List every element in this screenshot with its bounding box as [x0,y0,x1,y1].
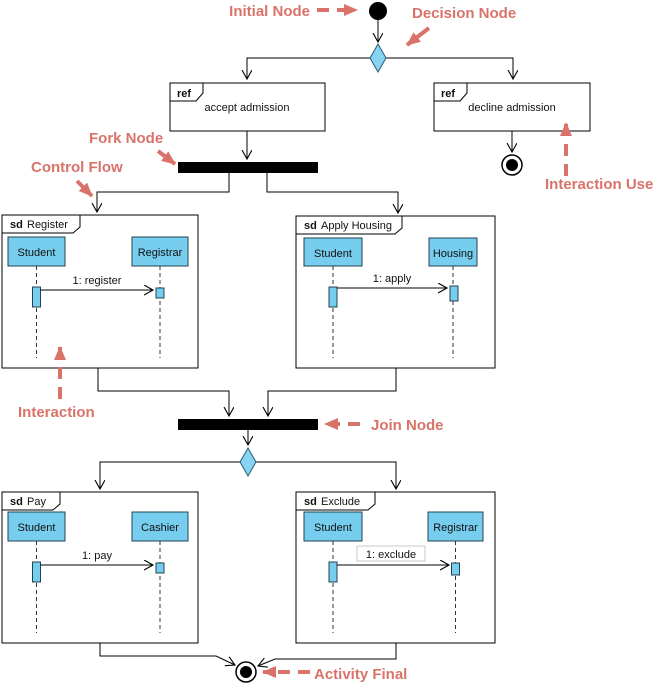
activity-final-decline [501,154,523,176]
flow-decision-to-accept [247,57,370,79]
sd-tab [295,215,403,235]
ref-keyword: ref [441,88,455,100]
lifeline-label: Student [18,247,56,259]
lifeline-label: Registrar [138,247,183,259]
sd-name: Apply Housing [321,220,392,232]
flow-decision2-to-exclude [256,461,396,489]
activity-final-inner [506,159,518,171]
fork-node-label: Fork Node [89,130,163,147]
sd-name: Register [27,219,68,231]
flow-decision2-to-pay [100,461,240,489]
flow-decision-to-decline [386,57,513,79]
ref-frame-decline-admission: ref decline admission [433,82,591,132]
sd-keyword: sd [10,219,23,231]
lifeline-head [427,511,484,542]
message-label: 1: apply [373,273,412,285]
control-flow-arrow [75,179,94,198]
lifeline-head [428,237,478,267]
sd-frame-pay: sd Pay Student Cashier 1: pay [1,491,199,644]
initial-node-label: Initial Node [229,3,310,20]
lifeline-label: Registrar [433,522,478,534]
flow-exclude-to-final [258,643,397,666]
activation-bar [449,285,459,302]
sd-frame-exclude: sd Exclude Student Registrar 1: exclude [295,491,496,644]
lifeline-head [131,511,189,542]
flow-pay-to-final [99,643,235,665]
initial-node [369,2,387,20]
decision-node-1 [369,42,387,74]
activation-bar [451,562,460,576]
join-node [178,419,318,430]
sd-tab [1,491,61,511]
ref-tab [433,82,468,102]
activation-bar [32,561,41,583]
decision-node-arrow [405,26,431,47]
lifeline-label: Housing [433,248,473,260]
activity-final-bottom [235,661,257,683]
sd-keyword: sd [304,496,317,508]
flow-register-to-join [97,368,229,416]
control-flow-connectors [97,20,513,666]
flow-fork-to-apply-housing [266,173,398,213]
fork-node-arrow [156,149,177,166]
fork-node [178,162,318,173]
lifeline-head [131,236,189,267]
decision-node-2 [239,446,257,478]
sd-frame-register: sd Register Student Registrar 1: registe… [1,214,199,369]
lifeline-label: Student [314,522,352,534]
activity-final-label: Activity Final [314,666,407,683]
message-label: 1: pay [82,550,112,562]
control-flow-label: Control Flow [31,159,123,176]
lifeline-head [303,511,363,542]
sd-tab [1,214,81,234]
activity-final-inner [240,666,252,678]
ref-frame-accept-admission: ref accept admission [169,82,326,132]
ref-keyword: ref [177,88,191,100]
lifeline-label: Cashier [141,522,179,534]
activation-bar [32,286,41,308]
sd-frame-apply-housing: sd Apply Housing Student Housing 1: appl… [295,215,496,369]
message-label: 1: exclude [366,549,416,561]
ref-label: decline admission [468,102,555,114]
activation-bar [328,561,338,583]
interaction-label: Interaction [18,404,95,421]
lifeline-head [7,236,66,267]
interaction-use-label: Interaction Use [545,176,653,193]
annotations: Initial Node Decision Node Fork Node Con… [18,3,653,683]
lifeline-label: Student [314,248,352,260]
lifeline-head [303,237,363,267]
sd-name: Pay [27,496,46,508]
message-label: 1: register [73,275,122,287]
sd-keyword: sd [304,220,317,232]
activation-bar [328,286,338,308]
sd-name: Exclude [321,496,360,508]
flow-fork-to-register [97,173,230,212]
join-node-label: Join Node [371,417,444,434]
activation-bar [155,287,165,299]
activation-bar [155,562,165,574]
message-label-box [356,545,426,562]
flow-apply-housing-to-join [268,368,397,416]
decision-node-label: Decision Node [412,5,516,22]
sd-tab [295,491,376,511]
lifeline-head [7,511,66,542]
lifeline-label: Student [18,522,56,534]
ref-label: accept admission [205,102,290,114]
sd-keyword: sd [10,496,23,508]
ref-tab [169,82,204,102]
